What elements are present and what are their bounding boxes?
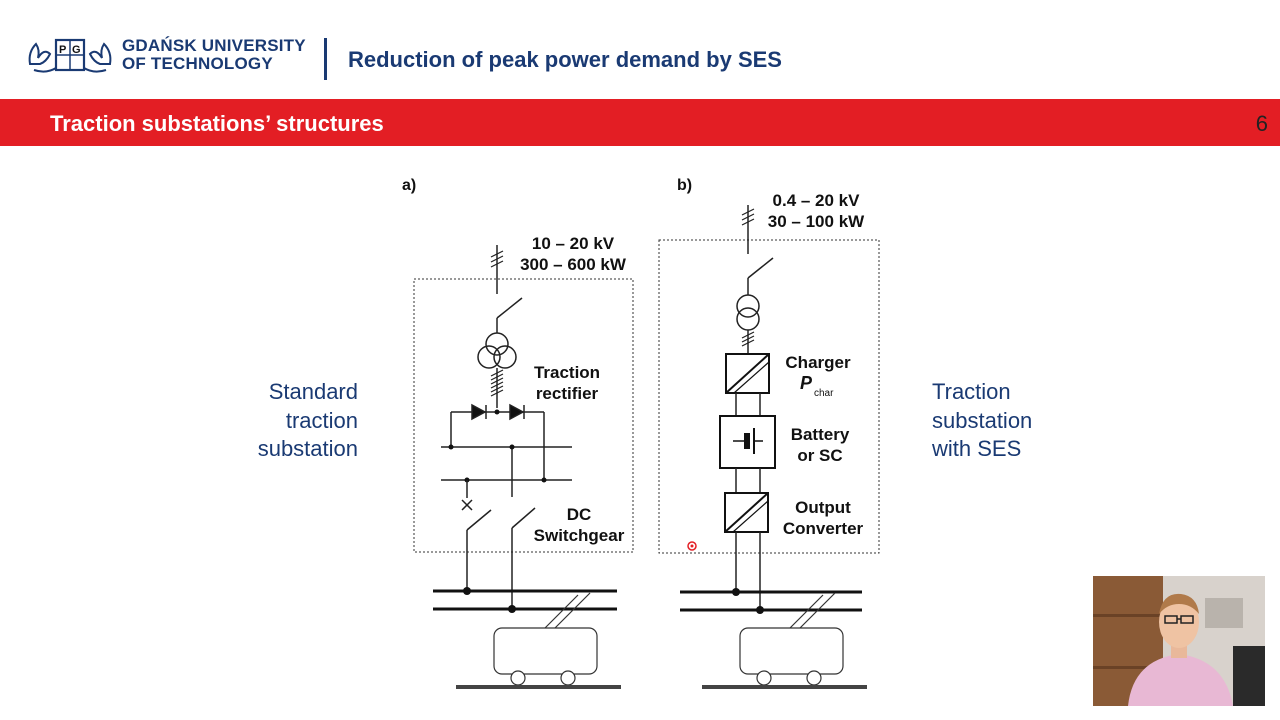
university-name-line1: GDAŃSK UNIVERSITY	[122, 36, 306, 55]
left-caption-line: Standard	[268, 379, 358, 404]
rectifier-label-line: Traction	[534, 363, 600, 382]
charger-power-symbol: P	[800, 373, 813, 393]
svg-text:P: P	[59, 44, 66, 56]
output-label-line: Converter	[783, 519, 864, 538]
presenter-webcam	[1093, 576, 1265, 706]
right-caption-line: with SES	[932, 436, 1022, 461]
rectifier-label-line: rectifier	[536, 384, 599, 403]
three-phase-mark-icon	[741, 208, 755, 226]
presenter-image	[1093, 576, 1265, 706]
diagram-b-output-leads	[735, 532, 761, 610]
right-caption-line: substation	[932, 407, 1033, 433]
diagram-a-power: 300 – 600 kW	[520, 255, 627, 274]
battery-label-line: Battery	[791, 425, 850, 444]
charger-converter-icon	[725, 353, 770, 394]
svg-text:G: G	[72, 44, 81, 56]
switchgear-label-line: DC	[567, 505, 592, 524]
charger-power-subscript: char	[814, 388, 834, 399]
catenary-lines	[680, 590, 862, 612]
diagram-b-boundary	[658, 239, 880, 554]
dc-busbars	[441, 446, 572, 497]
trolleybus-icon	[739, 592, 844, 686]
diagram-b-tag: b)	[677, 177, 692, 194]
diagram-a-voltage: 10 – 20 kV	[532, 234, 615, 253]
laser-pointer-icon	[687, 541, 697, 551]
section-title: Traction substations’ structures	[50, 111, 384, 136]
diagram-a-boundary	[413, 278, 634, 553]
six-phase-mark-icon	[490, 369, 504, 397]
trolleybus-icon	[493, 592, 598, 686]
diagram-b-voltage: 0.4 – 20 kV	[773, 191, 861, 210]
slide-title: Reduction of peak power demand by SES	[348, 47, 782, 72]
left-caption-line: substation	[257, 436, 358, 461]
right-caption-line: Traction	[932, 379, 1011, 404]
pg-logo-icon: P G	[28, 38, 112, 73]
left-caption: Standard traction substation	[200, 378, 358, 464]
diagram-a-ac-breaker	[496, 297, 523, 319]
diagram-b-power: 30 – 100 kW	[768, 212, 865, 231]
battery-icon	[719, 415, 776, 469]
page-number: 6	[1255, 111, 1268, 136]
diagram-b: b) 0.4 – 20 kV 30 – 100 kW Charger	[658, 177, 880, 689]
diagram-a-tag: a)	[402, 177, 416, 194]
switchgear-label-line: Switchgear	[534, 526, 625, 545]
rectifier-diode-icon	[450, 403, 545, 480]
university-name-line2: OF TECHNOLOGY	[122, 54, 273, 73]
transformer-icon	[477, 332, 517, 369]
header-divider	[324, 38, 327, 80]
three-phase-mark-icon	[490, 250, 504, 268]
section-bar: Traction substations’ structures 6	[0, 99, 1280, 146]
output-label-line: Output	[795, 498, 851, 517]
charger-label: Charger	[785, 353, 851, 372]
three-phase-mark-icon	[741, 331, 755, 347]
right-caption: Traction substation with SES	[932, 378, 1132, 464]
transformer-icon	[736, 294, 760, 331]
output-converter-icon	[724, 492, 769, 533]
diagram-b-ac-breaker	[747, 257, 774, 279]
left-caption-line: traction	[285, 407, 358, 433]
university-name: GDAŃSK UNIVERSITY OF TECHNOLOGY	[122, 37, 306, 73]
battery-label-line: or SC	[797, 446, 842, 465]
dc-switchgear	[461, 480, 536, 609]
diagram-a: a) 10 – 20 kV 300 – 600 kW Traction	[402, 177, 634, 689]
